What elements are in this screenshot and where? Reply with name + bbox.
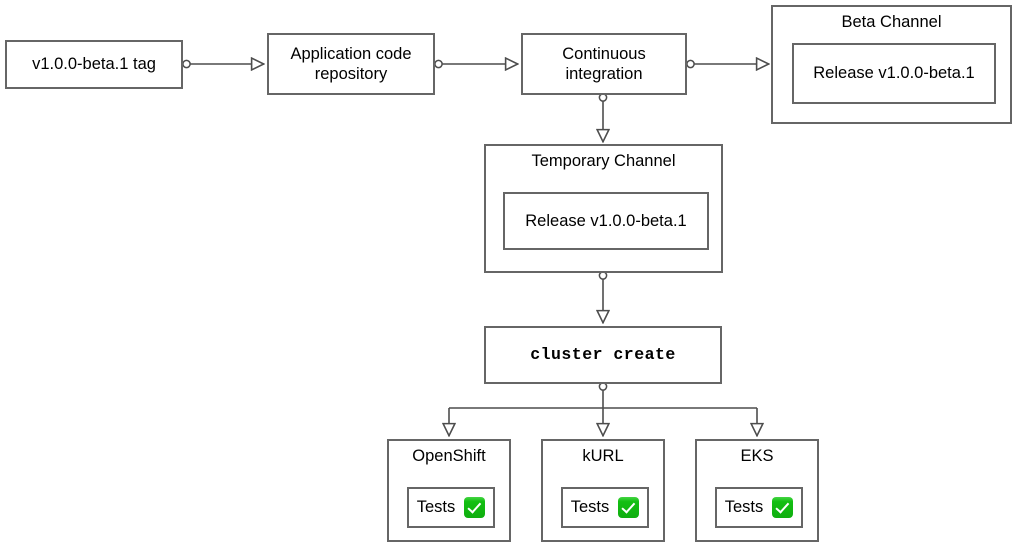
- check-mark-button-icon: [772, 497, 794, 518]
- node-eks-tests[interactable]: Tests: [715, 487, 803, 528]
- node-kurl-title: kURL: [582, 447, 624, 465]
- node-kurl-tests[interactable]: Tests: [561, 487, 649, 528]
- node-temporary-channel-title: Temporary Channel: [531, 152, 676, 170]
- node-tag-label: v1.0.0-beta.1 tag: [32, 55, 156, 74]
- check-mark-button-icon: [618, 497, 640, 518]
- node-openshift[interactable]: OpenShift Tests: [387, 439, 511, 542]
- node-openshift-tests-label: Tests: [416, 498, 456, 517]
- edge-source-dot: [182, 59, 191, 69]
- node-eks-tests-label: Tests: [724, 498, 764, 517]
- node-beta-channel[interactable]: Beta Channel Release v1.0.0-beta.1: [771, 5, 1012, 124]
- node-application-code-repository-label: Application code repository: [290, 44, 412, 83]
- node-cluster-create[interactable]: cluster create: [484, 326, 722, 384]
- node-beta-channel-release-label: Release v1.0.0-beta.1: [813, 64, 975, 83]
- node-application-code-repository[interactable]: Application code repository: [267, 33, 435, 95]
- node-openshift-title: OpenShift: [412, 447, 486, 465]
- check-mark-button-icon: [464, 497, 486, 518]
- node-continuous-integration-label: Continuous integration: [562, 44, 646, 83]
- node-temporary-channel-release[interactable]: Release v1.0.0-beta.1: [503, 192, 709, 250]
- node-cluster-create-label: cluster create: [530, 344, 676, 364]
- edge-source-dot: [434, 59, 443, 69]
- node-temporary-channel-release-label: Release v1.0.0-beta.1: [525, 211, 687, 230]
- node-tag[interactable]: v1.0.0-beta.1 tag: [5, 40, 183, 89]
- node-temporary-channel[interactable]: Temporary Channel Release v1.0.0-beta.1: [484, 144, 723, 273]
- node-kurl-tests-label: Tests: [570, 498, 610, 517]
- node-openshift-tests[interactable]: Tests: [407, 487, 495, 528]
- node-beta-channel-release[interactable]: Release v1.0.0-beta.1: [792, 43, 996, 104]
- node-eks-title: EKS: [740, 447, 774, 465]
- node-kurl[interactable]: kURL Tests: [541, 439, 665, 542]
- edge-source-dot: [686, 59, 695, 69]
- node-beta-channel-title: Beta Channel: [841, 13, 942, 31]
- node-continuous-integration[interactable]: Continuous integration: [521, 33, 687, 95]
- node-eks[interactable]: EKS Tests: [695, 439, 819, 542]
